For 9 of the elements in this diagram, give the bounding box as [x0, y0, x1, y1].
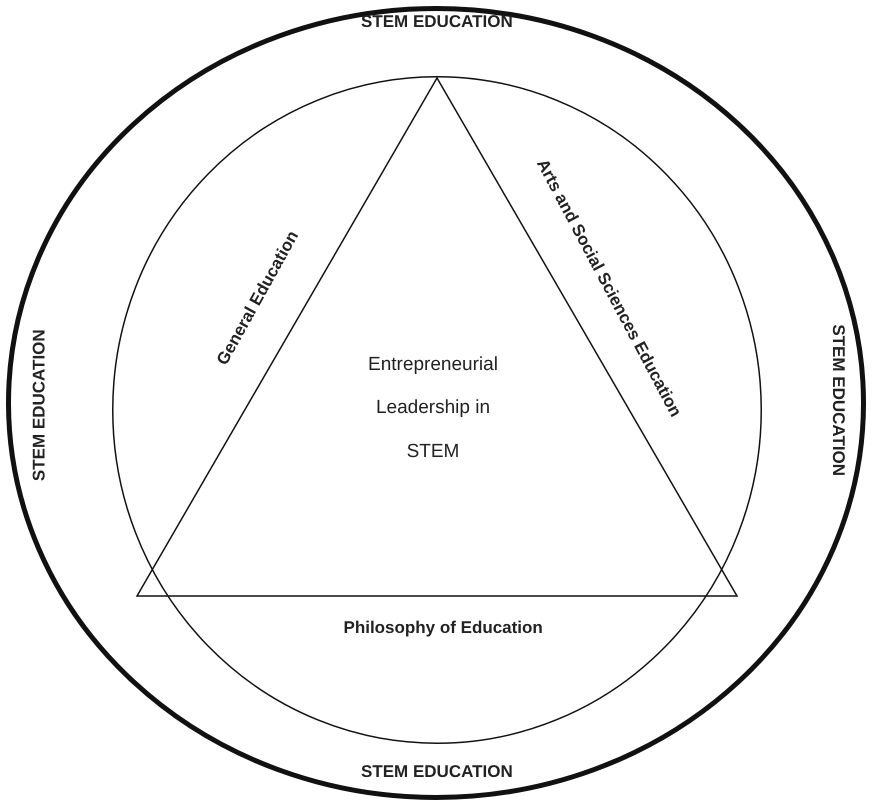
ring-label: STEM EDUCATION: [30, 329, 50, 482]
center-label: Entrepreneurial Leadership in STEM: [367, 352, 499, 464]
ring-label: STEM EDUCATION: [828, 324, 848, 476]
inner-circle: [112, 76, 762, 744]
ring-label: STEM EDUCATION: [361, 12, 513, 32]
ring-label: STEM EDUCATION: [361, 762, 513, 782]
outer-ring: [6, 6, 866, 800]
segment-label: Philosophy of Education: [344, 618, 543, 638]
triangle: [137, 78, 737, 596]
